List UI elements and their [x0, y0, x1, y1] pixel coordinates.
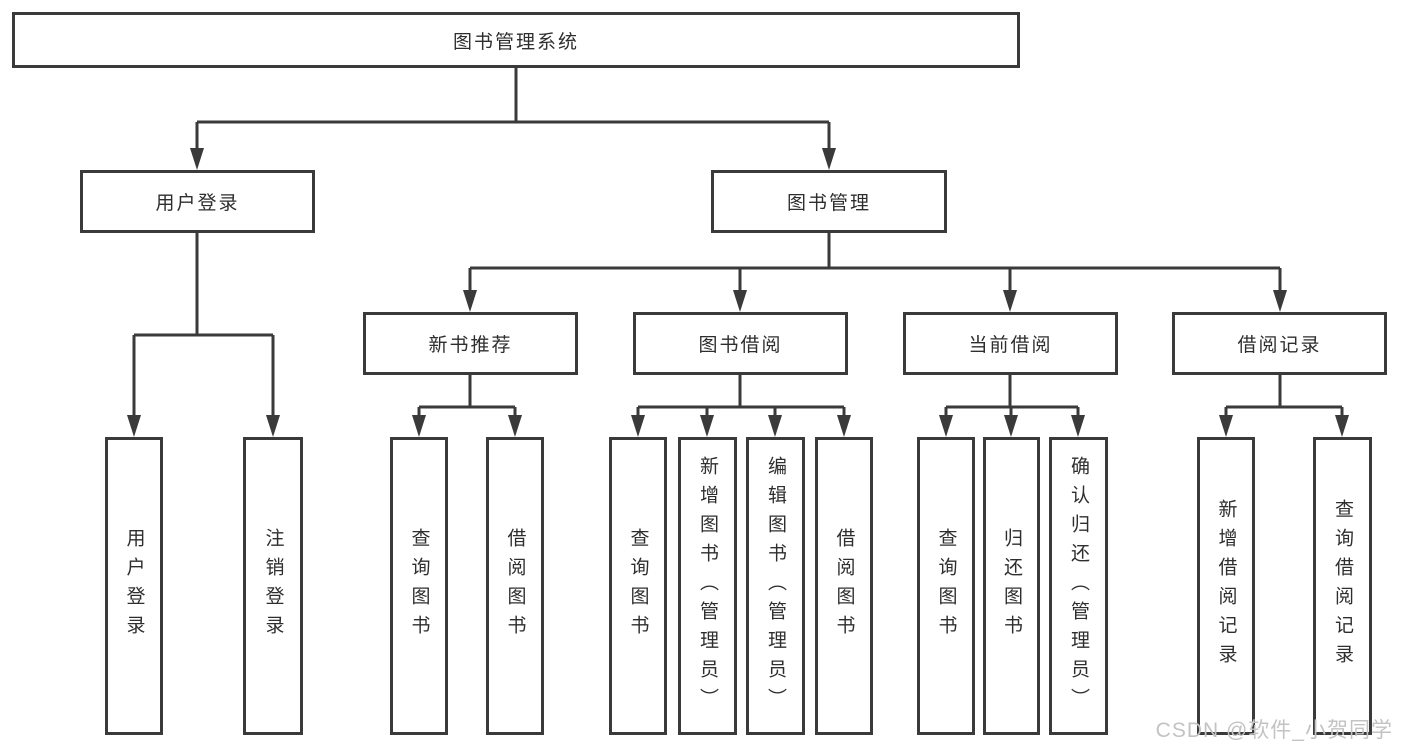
- leaf-query-books-current: 查询图书: [917, 437, 975, 735]
- leaf-logout: 注销登录: [243, 437, 303, 735]
- leaf-label: 借阅图书: [833, 528, 855, 644]
- leaf-confirm-return-admin: 确认归还（管理员）: [1049, 437, 1108, 735]
- leaf-label: 编辑图书（管理员）: [765, 455, 786, 717]
- leaf-return-books: 归还图书: [983, 437, 1040, 735]
- leaf-add-borrow-record: 新增借阅记录: [1197, 437, 1255, 735]
- node-user-login: 用户登录: [80, 170, 315, 233]
- leaf-query-borrow-record: 查询借阅记录: [1313, 437, 1372, 735]
- leaf-label: 新增图书（管理员）: [697, 455, 718, 717]
- leaf-label: 查询图书: [408, 528, 430, 644]
- leaf-borrow-books-recommend: 借阅图书: [486, 437, 544, 735]
- leaf-label: 新增借阅记录: [1215, 499, 1237, 673]
- watermark: CSDN @软件_小贺同学: [1155, 719, 1393, 742]
- leaf-user-login: 用户登录: [105, 437, 163, 735]
- node-current-borrow: 当前借阅: [903, 312, 1118, 375]
- node-borrow-records: 借阅记录: [1172, 312, 1387, 375]
- leaf-query-books-recommend: 查询图书: [390, 437, 448, 735]
- leaf-edit-books-admin: 编辑图书（管理员）: [746, 437, 805, 735]
- leaf-add-books-admin: 新增图书（管理员）: [678, 437, 737, 735]
- leaf-label: 借阅图书: [504, 528, 526, 644]
- node-root: 图书管理系统: [12, 12, 1020, 68]
- leaf-label: 查询图书: [935, 528, 957, 644]
- leaf-label: 确认归还（管理员）: [1068, 455, 1089, 717]
- node-book-management: 图书管理: [711, 170, 947, 233]
- leaf-query-books-borrow: 查询图书: [609, 437, 667, 735]
- leaf-label: 查询图书: [627, 528, 649, 644]
- node-new-book-recommend: 新书推荐: [363, 312, 578, 375]
- leaf-label: 用户登录: [123, 528, 145, 644]
- leaf-label: 查询借阅记录: [1332, 499, 1353, 673]
- leaf-label: 注销登录: [262, 528, 284, 644]
- leaf-borrow-books: 借阅图书: [815, 437, 873, 735]
- node-book-borrow: 图书借阅: [633, 312, 848, 375]
- leaf-label: 归还图书: [1001, 528, 1022, 644]
